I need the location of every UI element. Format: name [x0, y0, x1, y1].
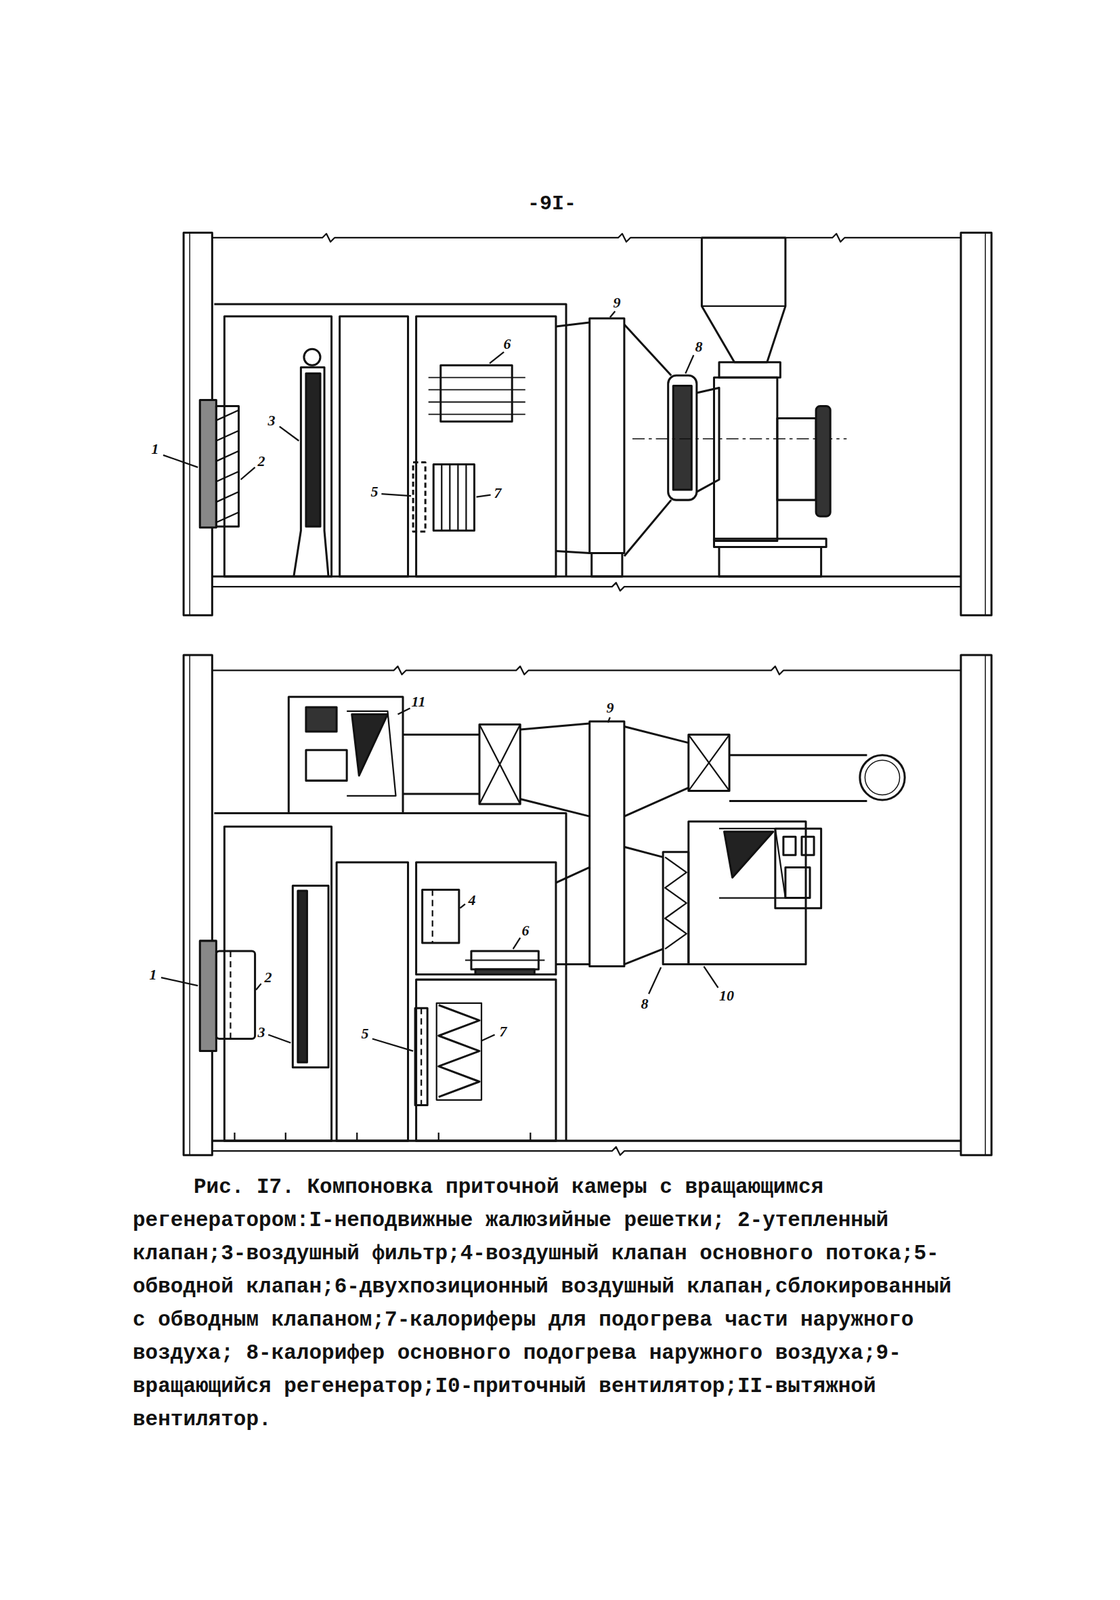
callout-number: 1: [148, 966, 158, 982]
callout-number: 2: [257, 453, 267, 469]
figure-caption: Рис. I7. Компоновка приточной камеры с в…: [132, 1170, 966, 1436]
callout-number: 3: [257, 1024, 267, 1040]
callout-number: 4: [467, 892, 477, 908]
callout-number: 9: [606, 700, 615, 716]
regenerator-fan-top: [555, 237, 847, 577]
callout-number: 1: [151, 441, 160, 457]
housing-top: [199, 304, 567, 577]
callout-number: 9: [612, 295, 622, 311]
page-number: -9I-: [527, 193, 577, 214]
exhaust-line-bottom: [288, 696, 905, 967]
callout-number: 5: [370, 484, 380, 500]
callout-number: 5: [360, 1025, 370, 1041]
callout-number: 2: [264, 969, 273, 985]
callout-number: 7: [493, 485, 503, 501]
callout-number: 3: [267, 413, 277, 428]
callout-number: 6: [521, 922, 531, 938]
callout-number: 6: [503, 336, 512, 352]
housing-bottom: [199, 813, 821, 1141]
walls-bottom: [183, 654, 992, 1155]
leader-lines-bottom: [161, 707, 718, 1051]
leader-lines-top: [163, 310, 694, 497]
callout-number: 11: [411, 694, 427, 709]
callout-number: 7: [499, 1023, 508, 1039]
callout-number: 8: [694, 339, 704, 355]
callout-number: 8: [640, 996, 650, 1011]
callout-number: 10: [718, 987, 735, 1003]
walls-top: [183, 232, 992, 615]
